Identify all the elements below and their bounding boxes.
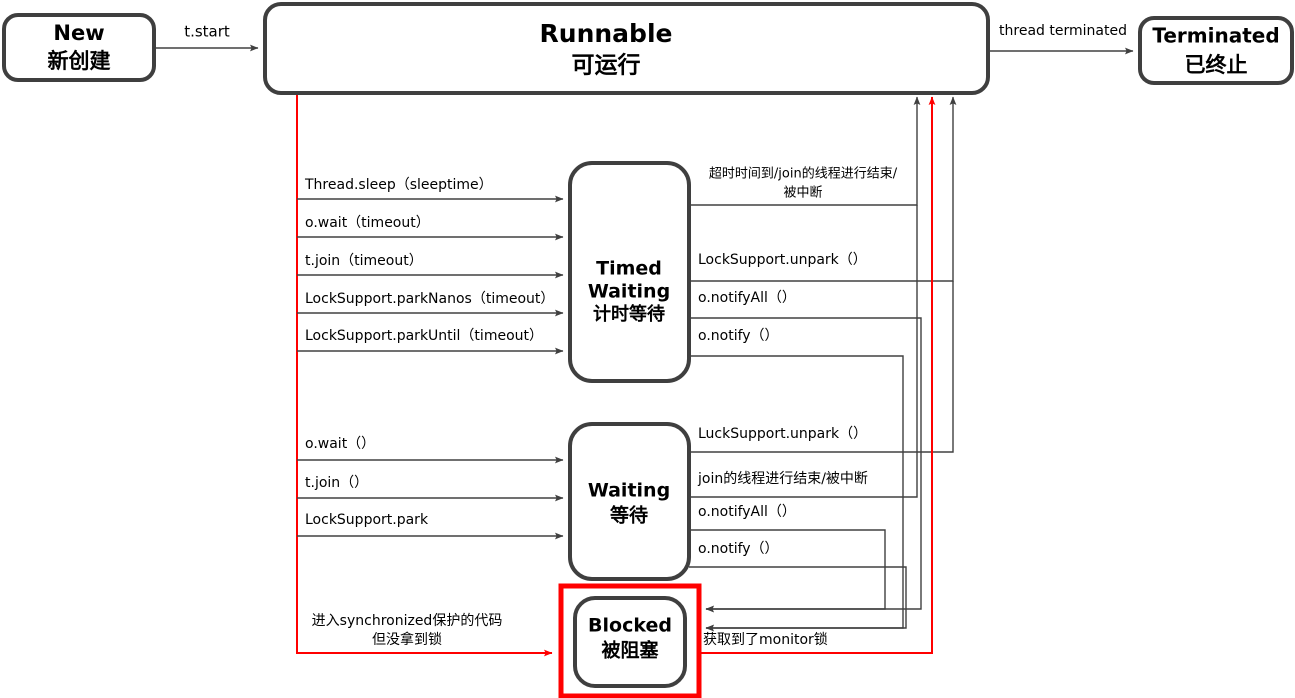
state-label-blocked-en: Blocked (588, 615, 672, 637)
edge-label-t-join: t.join（） (305, 475, 368, 491)
state-label-new-en: New (53, 21, 104, 45)
edge-blocked-to-runnable: 获取到了monitor锁 (700, 96, 936, 654)
edge-label-tw-locksupport-unpark: LockSupport.unpark（） (698, 252, 867, 268)
edge-group-runnable-to-waiting: o.wait（） t.join（） LockSupport.park (297, 436, 564, 540)
edge-label-locksupport-park: LockSupport.park (305, 512, 429, 528)
edge-label-t-start: t.start (184, 23, 230, 41)
state-box-timed-waiting[interactable]: Timed Waiting 计时等待 (568, 161, 691, 383)
edge-label-t-join-timeout: t.join（timeout） (305, 253, 423, 269)
state-box-blocked[interactable]: Blocked 被阻塞 (573, 596, 687, 688)
state-label-waiting-cn: 等待 (609, 504, 648, 527)
edge-label-thread-sleep: Thread.sleep（sleeptime） (304, 177, 493, 193)
state-label-waiting-en: Waiting (588, 480, 670, 502)
state-label-runnable-en: Runnable (540, 19, 673, 48)
blocked-highlight-box (558, 583, 702, 698)
edge-label-monitor-lock: 获取到了monitor锁 (703, 632, 828, 648)
edge-label-o-wait: o.wait（） (305, 436, 375, 452)
edge-new-to-runnable: t.start (155, 23, 259, 52)
state-box-runnable[interactable]: Runnable 可运行 (263, 2, 990, 95)
edge-label-w-o-notify: o.notify（） (698, 541, 779, 557)
edge-label-timeout-join-1: 超时时间到/join的线程进行结束/ (709, 166, 898, 182)
edge-waiting-unpark-to-runnable: LuckSupport.unpark（） (689, 281, 954, 453)
state-label-timed-waiting-cn: 计时等待 (593, 303, 665, 325)
edge-label-enter-synchronized-2: 但没拿到锁 (372, 631, 442, 648)
edge-timed-waiting-timeout-to-runnable: 超时时间到/join的线程进行结束/ 被中断 (689, 96, 921, 206)
edge-waiting-notifyall-to-blocked: o.notifyAll（） (689, 504, 886, 613)
edge-waiting-notify-to-blocked: o.notify（） (689, 541, 907, 632)
edge-label-parknanos: LockSupport.parkNanos（timeout） (305, 291, 554, 307)
state-label-timed-waiting-en-2: Waiting (588, 281, 670, 303)
edge-label-o-wait-timeout: o.wait（timeout） (305, 215, 430, 231)
edge-label-w-join-finished: join的线程进行结束/被中断 (697, 471, 868, 487)
state-label-timed-waiting-en-1: Timed (596, 258, 662, 280)
state-box-new[interactable]: New 新创建 (2, 13, 156, 82)
state-label-runnable-cn: 可运行 (572, 52, 641, 79)
state-label-terminated-cn: 已终止 (1185, 53, 1248, 77)
edge-label-parkuntil: LockSupport.parkUntil（timeout） (305, 328, 543, 344)
edge-waiting-join-to-runnable: join的线程进行结束/被中断 (689, 205, 918, 498)
edge-label-thread-terminated: thread terminated (999, 23, 1127, 39)
state-label-terminated-en: Terminated (1152, 24, 1279, 48)
edge-label-enter-synchronized-1: 进入synchronized保护的代码 (312, 613, 503, 629)
edge-label-timeout-join-2: 被中断 (783, 186, 822, 201)
edge-runnable-to-blocked: 进入synchronized保护的代码 但没拿到锁 (296, 95, 553, 657)
edge-label-w-o-notifyall: o.notifyAll（） (698, 504, 796, 520)
edge-runnable-to-terminated: thread terminated (989, 23, 1134, 55)
edge-group-runnable-to-timed-waiting: Thread.sleep（sleeptime） o.wait（timeout） … (297, 177, 564, 355)
state-box-terminated[interactable]: Terminated 已终止 (1138, 16, 1294, 85)
state-label-new-cn: 新创建 (48, 49, 111, 73)
state-box-waiting[interactable]: Waiting 等待 (568, 422, 691, 581)
edge-label-tw-o-notifyall: o.notifyAll（） (698, 290, 796, 306)
state-label-blocked-cn: 被阻塞 (601, 639, 659, 662)
edge-label-w-lucksupport-unpark: LuckSupport.unpark（） (698, 426, 867, 442)
edge-label-tw-o-notify: o.notify（） (698, 328, 779, 344)
